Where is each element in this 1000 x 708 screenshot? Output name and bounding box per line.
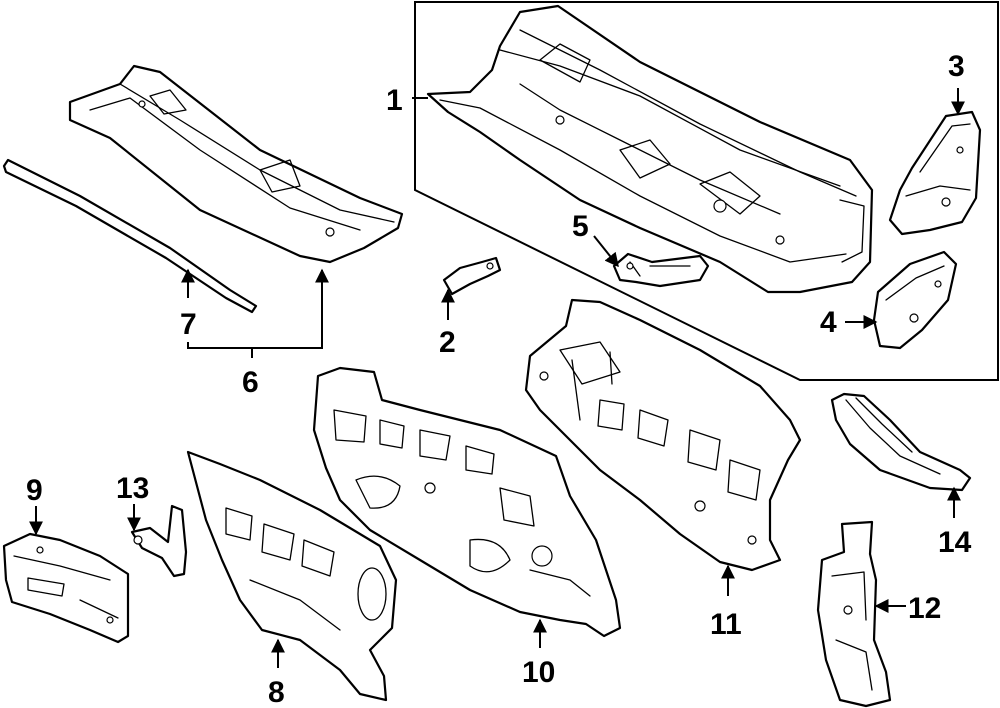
callout-4: 4 — [820, 306, 837, 339]
cowl-extension-part — [68, 64, 404, 264]
callout-1: 1 — [386, 84, 403, 117]
pillar-bracket-part — [816, 520, 892, 708]
assembly-group-frame — [414, 1, 999, 381]
dash-panel-part — [524, 298, 802, 572]
callout-5: 5 — [572, 210, 589, 243]
small-bracket-part — [872, 250, 958, 350]
dash-insulator-left-part — [186, 450, 398, 702]
mount-bracket-part — [130, 504, 188, 578]
cowl-panel-part — [426, 4, 874, 294]
callout-2: 2 — [439, 326, 456, 359]
leader-lines — [29, 88, 965, 668]
side-bracket-part — [888, 110, 982, 236]
clip-bracket-part — [612, 252, 710, 288]
callout-13: 13 — [116, 472, 149, 505]
callout-3: 3 — [948, 50, 965, 83]
callout-12: 12 — [908, 592, 941, 625]
callout-7: 7 — [180, 308, 197, 341]
callout-14: 14 — [938, 526, 972, 559]
small-clip-part — [442, 256, 502, 296]
callout-6: 6 — [242, 366, 259, 399]
reinforcement-part — [830, 392, 972, 492]
dash-insulator-center-part — [312, 366, 622, 638]
callout-10: 10 — [522, 656, 555, 689]
callout-8: 8 — [268, 676, 285, 708]
callout-11: 11 — [710, 608, 742, 641]
side-panel-left-part — [2, 532, 130, 644]
callout-9: 9 — [26, 474, 43, 507]
